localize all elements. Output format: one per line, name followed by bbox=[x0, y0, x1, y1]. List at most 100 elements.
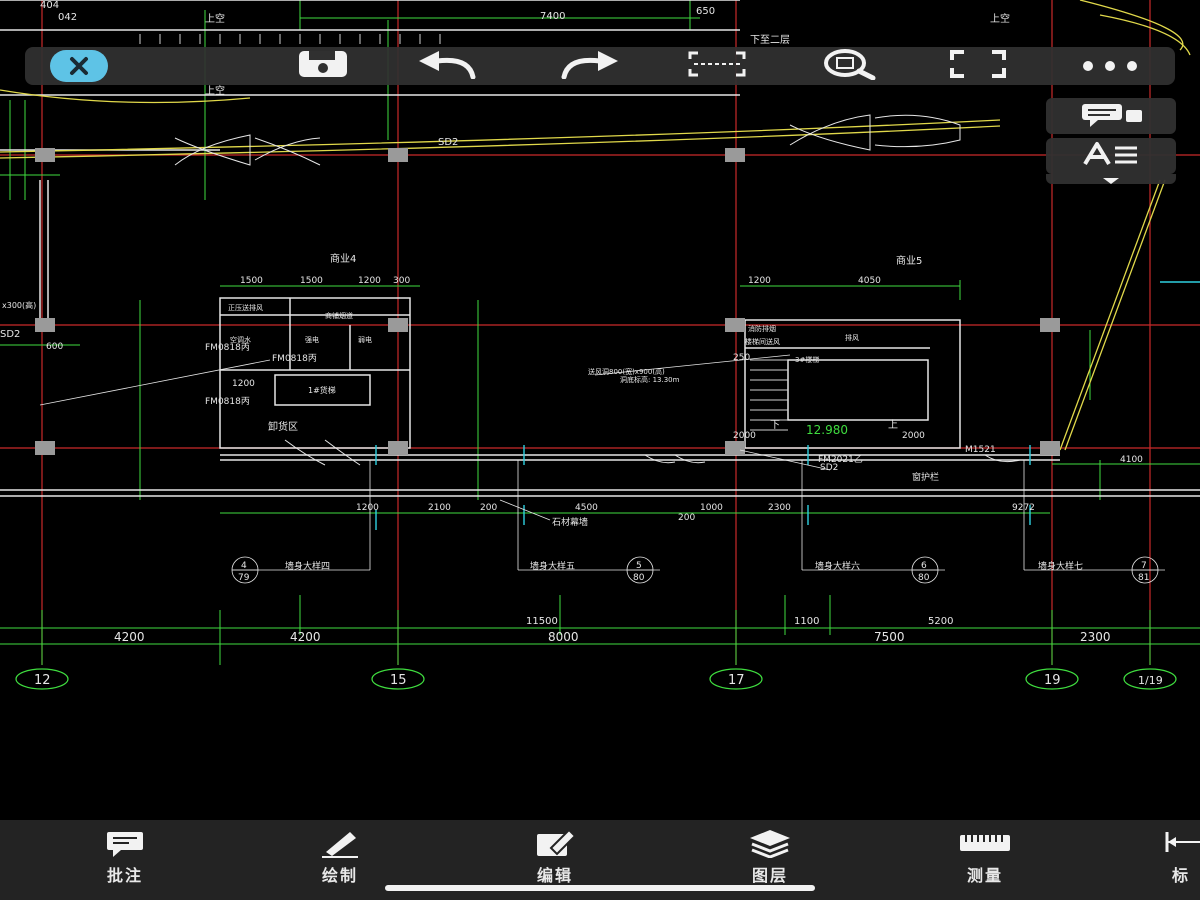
dim2-1000: 1000 bbox=[700, 503, 723, 513]
tag-sd2-left: SD2 bbox=[0, 329, 20, 340]
dim-7400: 7400 bbox=[540, 11, 565, 22]
stair-up: 上 bbox=[888, 419, 898, 431]
label-to-floor2: 下至二层 bbox=[750, 34, 790, 46]
door-swings bbox=[174, 114, 1021, 466]
wall-detail-5-sheet: 80 bbox=[633, 573, 645, 583]
door-m1521: M1521 bbox=[965, 445, 996, 455]
dim-404: 404 bbox=[40, 0, 59, 11]
cad-drawing-canvas[interactable]: 7400 上空 上空 上空 下至二层 SD2 650 404 042 商业4 商… bbox=[0, 0, 1200, 820]
close-icon bbox=[50, 50, 108, 82]
tab-measure[interactable]: 测量 bbox=[925, 820, 1045, 900]
dim-2000-a: 2000 bbox=[733, 431, 756, 441]
fullscreen-button[interactable] bbox=[933, 47, 1023, 85]
comment-icon bbox=[1074, 100, 1148, 132]
dim-1100: 1100 bbox=[794, 616, 819, 627]
dim-250: 250 bbox=[733, 353, 750, 363]
expand-panel-button[interactable] bbox=[1046, 174, 1176, 184]
door-fm0818-3: FM0818丙 bbox=[205, 396, 250, 407]
comment-button[interactable] bbox=[1046, 98, 1176, 134]
label-window-rail: 窗护栏 bbox=[912, 471, 939, 483]
label-stone-wall: 石材幕墙 bbox=[552, 516, 588, 528]
axis-15: 15 bbox=[390, 673, 407, 688]
room-shop4: 商业4 bbox=[330, 252, 356, 265]
dim-600: 600 bbox=[46, 342, 63, 352]
wall-detail-5: 墙身大样五 bbox=[530, 560, 575, 572]
columns bbox=[35, 148, 1060, 455]
tab-draw-label: 绘制 bbox=[321, 866, 358, 885]
room-smoke: 正压送排风 bbox=[228, 303, 263, 312]
stair-down: 下 bbox=[770, 420, 780, 431]
room-fire-smoke: 消防排烟 bbox=[748, 324, 776, 333]
annotate-icon bbox=[105, 828, 145, 858]
room-smoke-shaft: 楼梯间送风 bbox=[745, 337, 780, 346]
wall-detail-6-num: 6 bbox=[921, 561, 927, 571]
zoom-extent-button[interactable] bbox=[805, 47, 895, 85]
stair-treads bbox=[139, 34, 788, 431]
tab-annotate-label: 批注 bbox=[106, 866, 143, 885]
dim-2300: 2300 bbox=[1080, 630, 1111, 644]
dim-300: 300 bbox=[393, 276, 410, 286]
home-indicator[interactable] bbox=[385, 885, 815, 891]
pencil-icon bbox=[320, 828, 360, 858]
room-unload: 卸货区 bbox=[268, 420, 298, 433]
tab-draw[interactable]: 绘制 bbox=[280, 820, 400, 900]
dim-042: 042 bbox=[58, 12, 77, 23]
dim-5200: 5200 bbox=[928, 616, 953, 627]
wall-detail-4: 墙身大样四 bbox=[285, 560, 330, 572]
window-select-button[interactable] bbox=[672, 47, 762, 85]
tag-sd2-a: SD2 bbox=[820, 463, 838, 473]
dim2-2300: 2300 bbox=[768, 503, 791, 513]
wall-detail-callouts bbox=[375, 281, 1200, 530]
dim-1200: 1200 bbox=[358, 276, 381, 286]
room-stair3: 3#楼梯 bbox=[795, 355, 819, 364]
axis-12: 12 bbox=[34, 673, 51, 688]
room-weak: 弱电 bbox=[358, 335, 372, 344]
dim-1200-c: 1200 bbox=[748, 276, 771, 286]
wall-detail-7-sheet: 81 bbox=[1138, 573, 1149, 583]
save-icon bbox=[297, 49, 349, 83]
note-duct: 送风洞800(宽)x900(高) bbox=[588, 367, 665, 376]
room-aircon: 空调水 bbox=[230, 335, 251, 344]
tab-edit[interactable]: 编辑 bbox=[495, 820, 615, 900]
dim2-4500: 4500 bbox=[575, 503, 598, 513]
zoom-extent-icon bbox=[817, 48, 883, 84]
tab-edit-label: 编辑 bbox=[536, 866, 573, 885]
door-fm0818-1: FM0818丙 bbox=[205, 342, 250, 353]
dimension-icon bbox=[1164, 828, 1200, 858]
tag-sd2-top: SD2 bbox=[438, 137, 458, 148]
dim2-200-b: 200 bbox=[678, 513, 695, 523]
more-icon bbox=[1080, 57, 1140, 76]
axis-19: 19 bbox=[1044, 673, 1061, 688]
tab-layers-label: 图层 bbox=[751, 866, 788, 885]
tab-annotate[interactable]: 批注 bbox=[65, 820, 185, 900]
undo-icon bbox=[415, 49, 479, 83]
redo-button[interactable] bbox=[545, 47, 635, 85]
wall-detail-6: 墙身大样六 bbox=[815, 560, 860, 572]
save-button[interactable] bbox=[278, 47, 368, 85]
layers-icon bbox=[748, 828, 792, 858]
wall-detail-4-sheet: 79 bbox=[238, 573, 250, 583]
expand-down-icon bbox=[1101, 170, 1121, 189]
dim2-1200: 1200 bbox=[356, 503, 379, 513]
close-button[interactable] bbox=[43, 47, 115, 85]
more-button[interactable] bbox=[1065, 47, 1155, 85]
dim2-200: 200 bbox=[480, 503, 497, 513]
dim-1500-b: 1500 bbox=[300, 276, 323, 286]
dim-650: 650 bbox=[696, 6, 715, 17]
select-window-icon bbox=[684, 49, 750, 83]
dim-11500: 11500 bbox=[526, 616, 558, 627]
dim-1500-a: 1500 bbox=[240, 276, 263, 286]
tab-dimension[interactable]: 标 bbox=[1140, 820, 1200, 900]
elevation-12980: 12.980 bbox=[806, 423, 848, 437]
dim2-2100: 2100 bbox=[428, 503, 451, 513]
tab-layers[interactable]: 图层 bbox=[710, 820, 830, 900]
dim-2000-b: 2000 bbox=[902, 431, 925, 441]
detail-leaders bbox=[39, 354, 1165, 584]
text-style-button[interactable] bbox=[1046, 138, 1176, 174]
fullscreen-icon bbox=[948, 49, 1008, 83]
undo-button[interactable] bbox=[402, 47, 492, 85]
door-fm0818-2: FM0818丙 bbox=[272, 353, 317, 364]
label-void-1: 上空 bbox=[205, 12, 225, 25]
axis-bubbles bbox=[15, 668, 1177, 690]
room-exhaust: 排风 bbox=[845, 333, 859, 342]
